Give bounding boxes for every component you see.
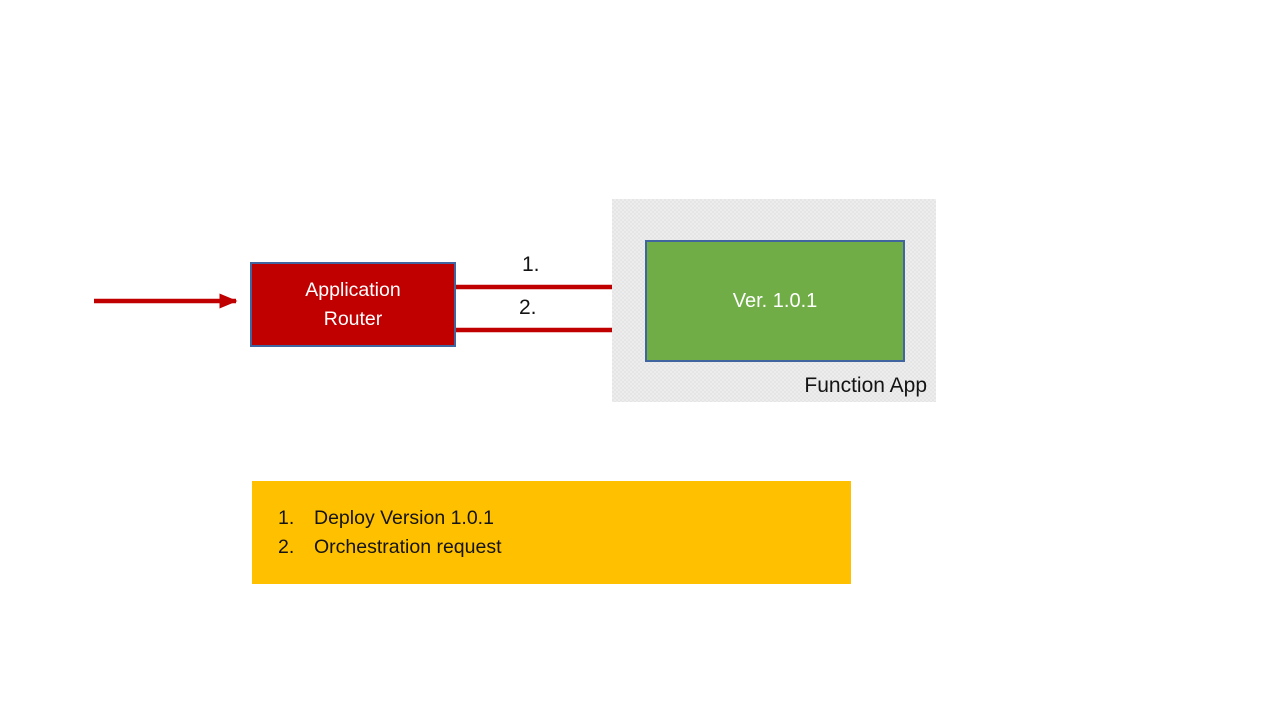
application-router-box: Application Router (250, 262, 456, 347)
legend-item-text: Deploy Version 1.0.1 (314, 507, 494, 529)
arrow-1-label: 1. (522, 253, 540, 276)
application-router-label-line1: Application (305, 278, 401, 301)
function-app-container: Ver. 1.0.1 Function App (612, 199, 936, 402)
legend-item: 2. Orchestration request (278, 533, 851, 562)
version-box-label: Ver. 1.0.1 (732, 289, 818, 312)
legend-item: 1. Deploy Version 1.0.1 (278, 504, 851, 533)
legend-item-number: 2. (278, 536, 295, 558)
legend-item-number: 1. (278, 507, 295, 529)
function-app-label: Function App (804, 374, 927, 397)
legend-box: 1. Deploy Version 1.0.1 2. Orchestration… (252, 481, 851, 584)
legend-item-text: Orchestration request (314, 536, 502, 558)
arrow-2-label: 2. (519, 296, 537, 319)
version-box: Ver. 1.0.1 (645, 240, 905, 362)
application-router-label-line2: Router (323, 307, 383, 330)
